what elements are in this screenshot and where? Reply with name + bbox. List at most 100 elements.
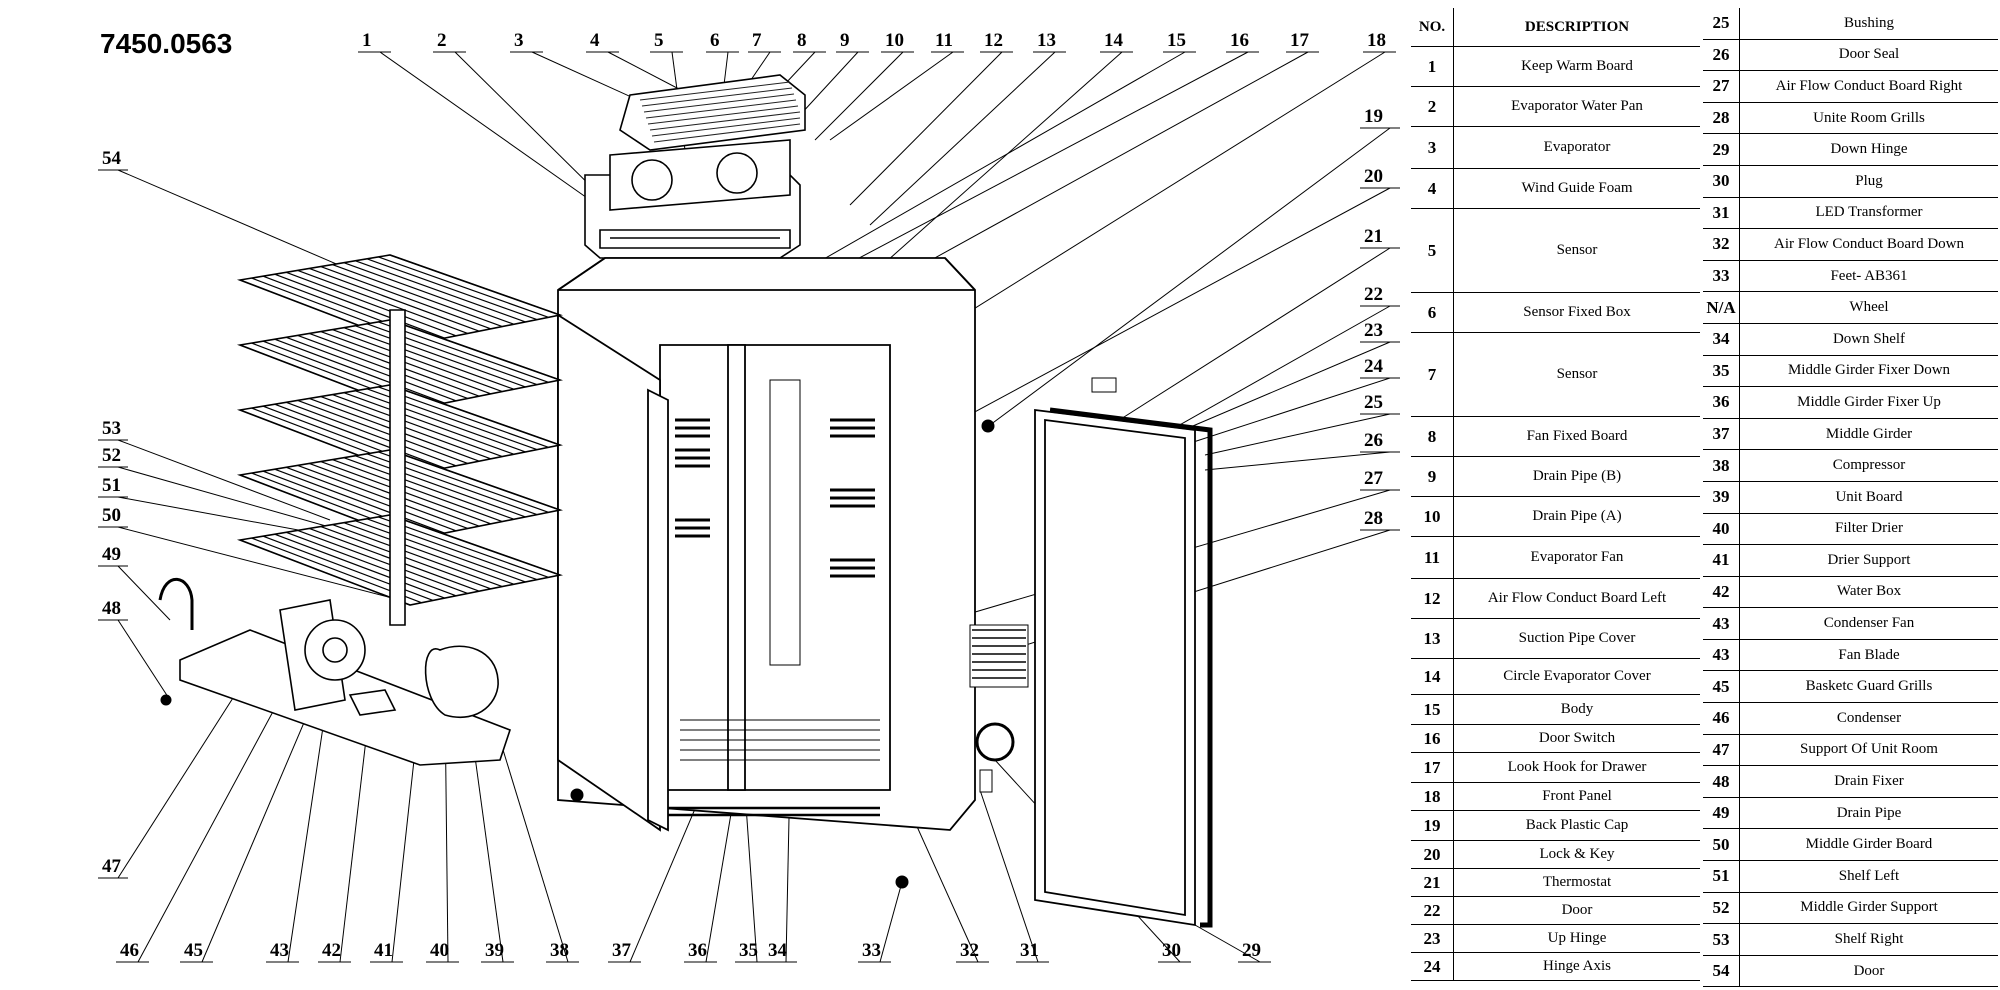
shelf-wire [389,384,561,446]
part-description: Middle Girder Support [1739,892,1998,925]
part-description: Up Hinge [1453,924,1700,953]
part-number: 11 [1411,536,1454,579]
shelf-wire [274,273,445,339]
part-description: Down Hinge [1739,133,1998,166]
callout-label: 52 [102,445,121,466]
part-description: Air Flow Conduct Board Right [1739,70,1998,103]
shelf-wire [297,399,468,465]
callout-label: 25 [1364,392,1383,413]
part-number: 30 [1703,165,1740,198]
callout-label: 10 [885,30,904,51]
callout-33: 33 [858,881,903,963]
part-description: Down Shelf [1739,323,1998,356]
part-number: 18 [1411,782,1454,811]
shelf-wire [285,401,457,467]
callout-label: 49 [102,544,121,565]
part-description: Feet- AB361 [1739,260,1998,293]
part-description: Middle Girder [1739,418,1998,451]
part-description: Sensor [1453,332,1700,417]
callout-53: 53 [98,418,331,521]
shelves [236,254,564,626]
leader-line [849,51,1003,206]
part-description: Water Box [1739,576,1998,609]
shelf-wire [285,271,457,337]
condensing-unit [158,577,512,766]
leader-line [989,127,1391,426]
part-description: Keep Warm Board [1453,46,1700,87]
callout-label: 47 [102,856,122,877]
callout-50: 50 [98,505,401,601]
shelf-wire [285,531,457,597]
part-description: LED Transformer [1739,197,1998,230]
shelf-wire [355,455,526,518]
part-number: 49 [1703,797,1740,830]
model-number: 7450.0563 [100,28,233,59]
callout-label: 43 [270,940,289,961]
shelf-wire [274,468,445,534]
callout-9: 9 [799,30,869,116]
part-number: 20 [1411,840,1454,869]
shelf-wire [332,264,503,328]
part-description: Drain Pipe (A) [1453,496,1700,537]
callout-label: 22 [1364,284,1383,305]
part-number: 25 [1703,8,1740,40]
part-description: Suction Pipe Cover [1453,618,1700,659]
callout-label: 8 [797,30,807,51]
shelf-wire [378,256,549,318]
part-number: 23 [1411,924,1454,953]
leader-line [859,51,1123,286]
leader-line [1159,341,1391,441]
callout-label: 46 [120,940,139,961]
callout-1: 1 [358,30,591,201]
part-number: 24 [1411,952,1454,981]
shelf-wire [378,386,549,448]
callout-38: 38 [499,739,579,963]
callout-49: 49 [98,544,171,621]
part-number: 53 [1703,923,1740,956]
part-number: 54 [1703,955,1740,988]
callout-label: 4 [590,30,600,51]
part-number: 43 [1703,607,1740,640]
shelf-wire [389,449,561,511]
part-description: Bushing [1739,8,1998,40]
callout-19: 19 [989,106,1400,426]
part-description: Hinge Axis [1453,952,1700,981]
callout-label: 12 [984,30,1003,51]
part-number: 48 [1703,765,1740,798]
callout-label: 23 [1364,320,1383,341]
shelf-wire [285,466,457,532]
callout-label: 31 [1020,940,1039,961]
shelf-wire [355,260,526,323]
callout-label: 6 [710,30,720,51]
leader-line [499,739,569,963]
part-number: 40 [1703,513,1740,546]
leader-line [339,704,371,963]
part-number: 6 [1411,292,1454,333]
shelf-wire [355,390,526,453]
callout-label: 28 [1364,508,1383,529]
part-description: Door Switch [1453,724,1700,753]
callout-45: 45 [180,684,321,963]
leader-line [379,51,591,201]
part-number: 12 [1411,578,1454,619]
part-number: 2 [1411,86,1454,127]
part-description: Support Of Unit Room [1739,734,1998,767]
part-number: 7 [1411,332,1454,417]
shelf-wire [389,514,561,576]
